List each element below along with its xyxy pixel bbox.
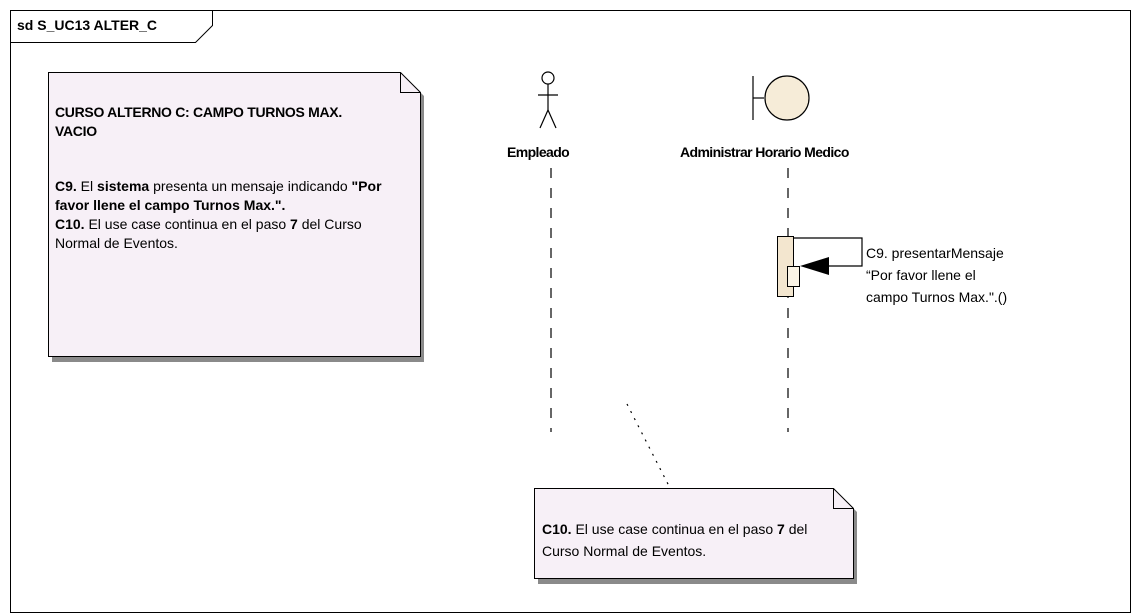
self-message-line[interactable]: [793, 237, 863, 267]
actor-stick-figure-icon: [538, 71, 558, 129]
self-message-label: C9. presentarMensaje “Por favor llene el…: [866, 242, 1007, 308]
self-message-arrowhead: [800, 257, 829, 275]
note-main-heading: CURSO ALTERNO C: CAMPO TURNOS MAX. VACIO: [55, 104, 342, 139]
activation-bar-nested: [787, 266, 800, 287]
note-bottom-bold: 7: [777, 521, 785, 537]
note-main-c10-step: C10.: [55, 216, 85, 232]
frame-title: sd S_UC13 ALTER_C: [17, 17, 158, 33]
note-main-body: C9. El sistema presenta un mensaje indic…: [55, 177, 400, 253]
note-main-c9-bold2: "Por favor llene el campo Turnos Max.".: [55, 178, 382, 213]
self-message-label-line2: “Por favor llene el: [866, 267, 976, 283]
lifeline-label-empleado: Empleado: [507, 144, 570, 160]
boundary-icon: [752, 75, 810, 121]
note-anchor-line: [626, 403, 671, 489]
frame-title-tab: [10, 10, 213, 43]
self-message-label-line1: C9. presentarMensaje: [866, 245, 1004, 261]
note-bottom-text1: El use case continua en el paso: [571, 521, 778, 537]
note-bottom-text: C10. El use case continua en el paso 7 d…: [542, 518, 842, 562]
note-bottom[interactable]: [534, 488, 854, 579]
note-main-c9-step: C9.: [55, 178, 77, 194]
note-main-fold: [400, 72, 421, 93]
note-main-c9-text1: El: [76, 178, 98, 194]
note-bottom-step: C10.: [542, 521, 572, 537]
note-main-c9-text2: presenta un mensaje indicando: [149, 178, 352, 194]
note-main-c9-bold1: sistema: [97, 178, 150, 194]
note-main-c10-text2: del Curso Normal de Eventos.: [55, 216, 362, 251]
lifeline-label-administrar: Administrar Horario Medico: [680, 144, 849, 160]
note-bottom-text2: del Curso Normal de Eventos.: [542, 521, 808, 559]
self-message-label-line3: campo Turnos Max.".(): [866, 289, 1008, 305]
note-bottom-fold: [833, 488, 854, 509]
note-main-c10-bold: 7: [290, 216, 298, 232]
frame-border: [10, 10, 1131, 613]
note-main[interactable]: [48, 72, 421, 357]
note-main-c10-text1: El use case continua en el paso: [84, 216, 291, 232]
